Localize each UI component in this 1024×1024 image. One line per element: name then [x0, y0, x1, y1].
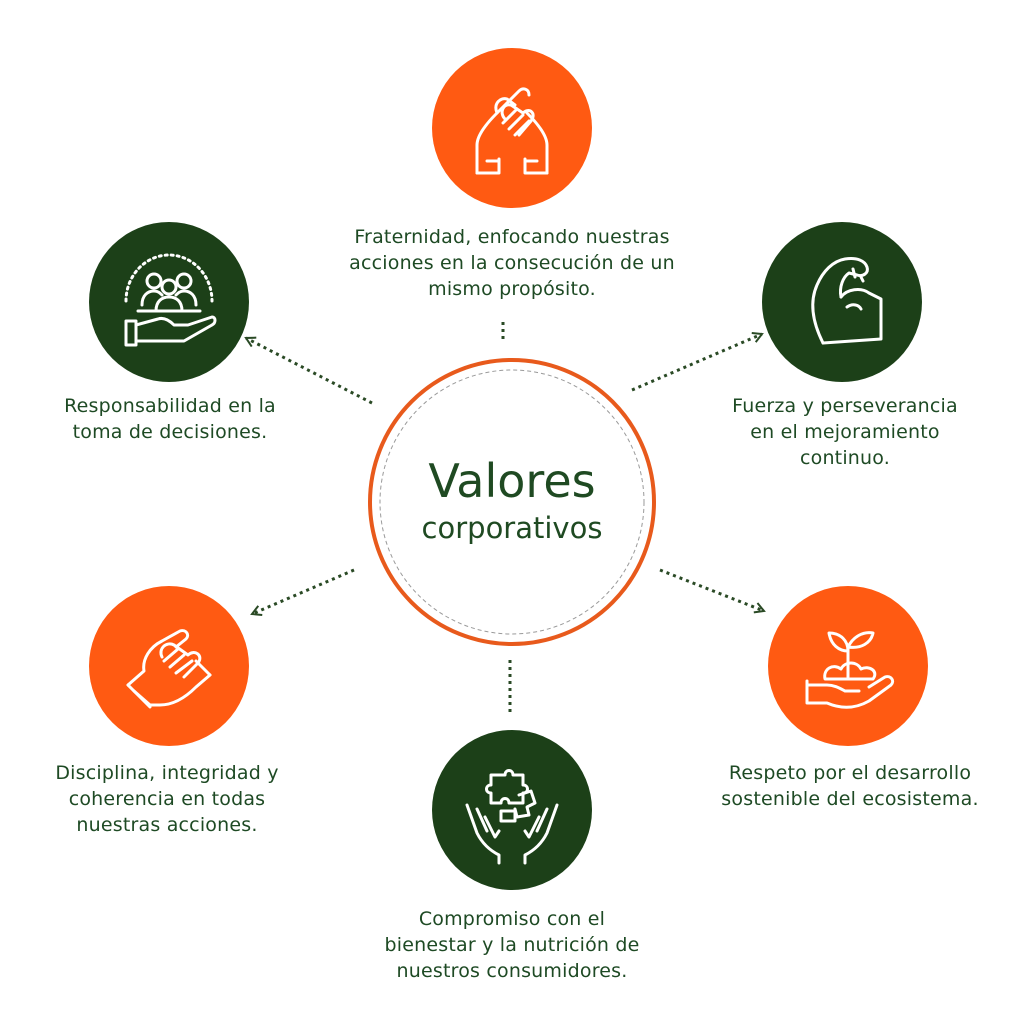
label-line: mismo propósito.: [428, 278, 596, 300]
people-in-hand-icon: [124, 253, 217, 347]
connector-fuerza: [631, 334, 762, 392]
value-label-disciplina: Disciplina, integridad y coherencia en t…: [22, 760, 312, 838]
hub-subtitle: corporativos: [421, 511, 603, 545]
label-line: Fraternidad, enfocando nuestras: [354, 226, 670, 248]
value-node-disciplina: [89, 586, 249, 746]
label-line: Fuerza y perseverancia: [732, 395, 958, 417]
plant-in-hand-icon: [805, 631, 895, 709]
connector-disciplina: [252, 568, 355, 614]
label-line: nuestros consumidores.: [396, 960, 628, 982]
value-label-respeto: Respeto por el desarrollo sostenible del…: [690, 760, 1010, 812]
connector-responsabilidad: [246, 336, 373, 405]
value-node-responsabilidad: [89, 222, 249, 382]
hub-title: Valores: [428, 454, 596, 508]
value-node-fraternidad: [432, 48, 592, 208]
label-line: Compromiso con el: [418, 908, 606, 930]
hands-puzzle-icon: [465, 769, 559, 865]
handshake-grip-icon: [126, 629, 212, 709]
value-label-fraternidad: Fraternidad, enfocando nuestras acciones…: [300, 224, 724, 302]
value-node-compromiso: [432, 730, 592, 890]
value-node-fuerza: [762, 222, 922, 382]
value-label-compromiso: Compromiso con el bienestar y la nutrici…: [340, 906, 684, 984]
label-line: sostenible del ecosistema.: [721, 788, 979, 810]
hub-outer-ring: [368, 358, 656, 646]
label-line: Responsabilidad en la: [64, 395, 276, 417]
label-line: Disciplina, integridad y: [55, 762, 279, 784]
value-label-responsabilidad: Responsabilidad en la toma de decisiones…: [30, 393, 310, 445]
label-line: toma de decisiones.: [72, 421, 268, 443]
value-label-fuerza: Fuerza y perseverancia en el mejoramient…: [700, 393, 990, 471]
label-line: coherencia en todas: [68, 788, 266, 810]
label-line: continuo.: [799, 447, 891, 469]
handshake-clasp-icon: [475, 87, 549, 175]
value-node-respeto: [768, 586, 928, 746]
flexed-arm-icon: [811, 257, 883, 345]
connector-respeto: [659, 568, 764, 611]
label-line: nuestras acciones.: [76, 814, 258, 836]
label-line: acciones en la consecución de un: [349, 252, 675, 274]
label-line: bienestar y la nutrición de: [384, 934, 640, 956]
hub-inner-ring: [379, 369, 645, 635]
label-line: Respeto por el desarrollo: [728, 762, 972, 784]
label-line: en el mejoramiento: [750, 421, 940, 443]
